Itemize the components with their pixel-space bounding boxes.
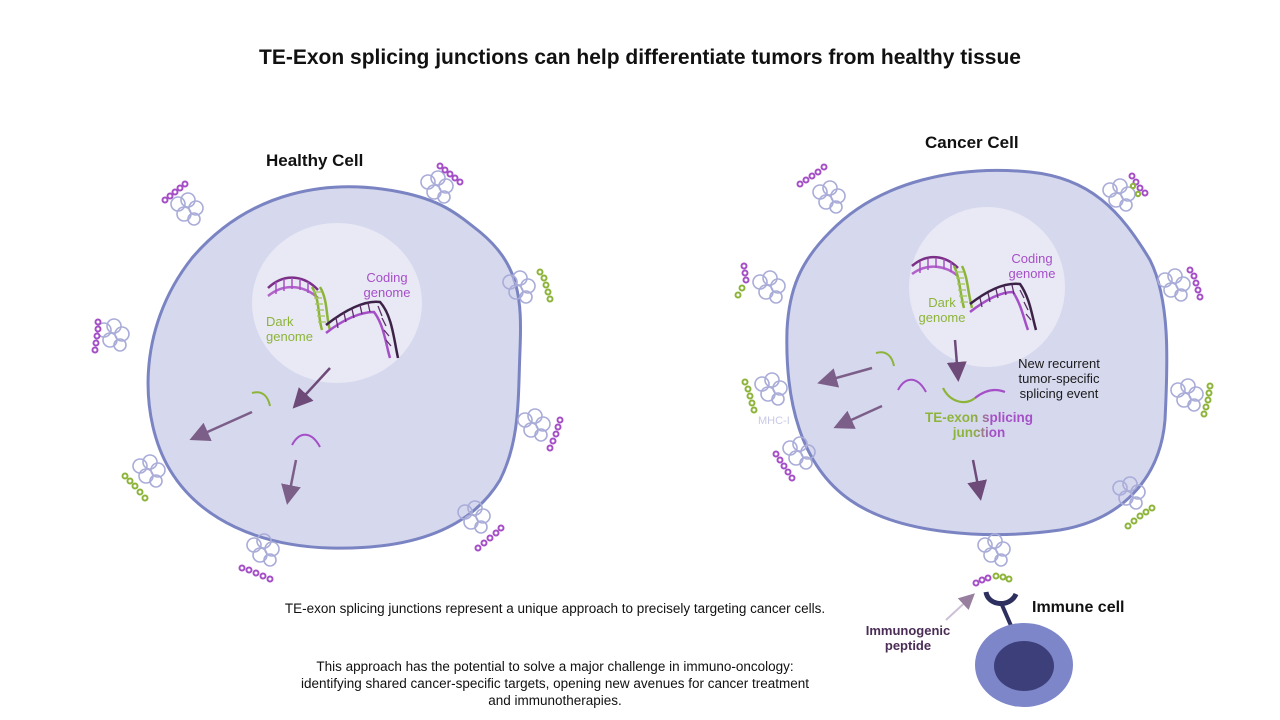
healthy-nucleus bbox=[252, 223, 422, 383]
cancer-arrow-1 bbox=[817, 366, 873, 388]
cancer-dna-helix bbox=[911, 256, 1038, 331]
paragraph-2: This approach has the potential to solve… bbox=[300, 659, 810, 708]
te-exon-junction-label: TE-exon splicing junction bbox=[920, 410, 1038, 440]
cancer-dark-genome-label: Dark genome bbox=[918, 295, 966, 325]
immune-cell-label: Immune cell bbox=[1032, 599, 1125, 616]
healthy-arrow-3 bbox=[281, 459, 301, 505]
healthy-dna-helix bbox=[267, 276, 400, 359]
healthy-rna-purple bbox=[291, 433, 321, 448]
healthy-rna-green bbox=[251, 391, 271, 407]
immunogenic-peptide-label: Immunogenic peptide bbox=[865, 623, 951, 653]
te-exon-junction-rna bbox=[942, 387, 976, 404]
healthy-cell bbox=[146, 185, 523, 550]
tcr-stalk bbox=[1000, 604, 1014, 629]
cancer-rna-green bbox=[875, 351, 895, 367]
splicing-event-label: New recurrent tumor-specific splicing ev… bbox=[1018, 356, 1100, 401]
tcr-receptor bbox=[983, 591, 1019, 606]
healthy-cell-label: Healthy Cell bbox=[266, 151, 364, 170]
healthy-coding-genome-label: Coding genome bbox=[363, 270, 411, 300]
cancer-coding-genome-label: Coding genome bbox=[1008, 251, 1056, 281]
mhc-label: MHC-I bbox=[758, 415, 790, 427]
cancer-rna-purple bbox=[897, 378, 927, 393]
immune-cell-nucleus bbox=[994, 641, 1054, 691]
cancer-mhc-group bbox=[734, 163, 1214, 587]
healthy-arrow-2 bbox=[189, 410, 253, 441]
cancer-cell-label: Cancer Cell bbox=[925, 133, 1019, 152]
cancer-cell bbox=[785, 168, 1169, 537]
cancer-arrow-2 bbox=[833, 404, 883, 429]
cancer-nucleus bbox=[909, 207, 1065, 367]
immune-cell bbox=[945, 591, 1073, 707]
cancer-arrow-3 bbox=[967, 459, 987, 501]
healthy-dark-genome-label: Dark genome bbox=[266, 314, 313, 344]
healthy-mhc-group bbox=[91, 162, 564, 583]
paragraph-1: TE-exon splicing junctions represent a u… bbox=[284, 601, 826, 616]
page-title: TE-Exon splicing junctions can help diff… bbox=[259, 46, 1021, 69]
cancer-arrow-down bbox=[946, 339, 967, 382]
peptide-arrow bbox=[945, 593, 975, 621]
te-exon-junction-rna-exon bbox=[974, 388, 1006, 399]
healthy-arrow-1 bbox=[292, 367, 331, 409]
